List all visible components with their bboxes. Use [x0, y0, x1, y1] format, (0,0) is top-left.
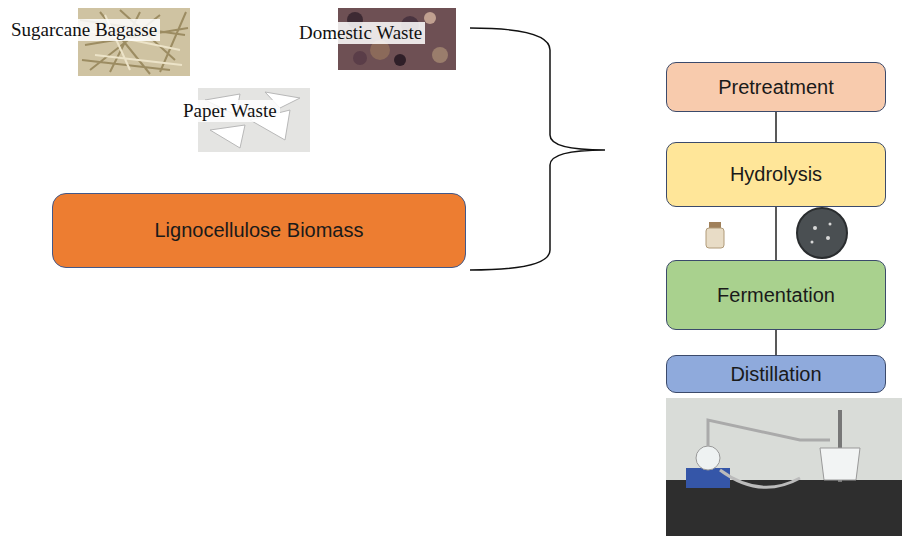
- process-box: Hydrolysis: [666, 142, 886, 207]
- node-label: Distillation: [730, 363, 821, 386]
- flow-connector: [775, 330, 777, 355]
- lab-photo: [666, 398, 902, 536]
- process-box: Pretreatment: [666, 62, 886, 112]
- bottle-photo: [706, 222, 724, 248]
- flow-connector: [775, 207, 777, 260]
- node-label: Pretreatment: [718, 76, 834, 99]
- photo-label: Sugarcane Bagasse: [8, 19, 160, 41]
- flow-connector: [775, 112, 777, 142]
- node-label: Hydrolysis: [730, 163, 822, 186]
- photo-label: Paper Waste: [180, 100, 280, 122]
- biomass-box: Lignocellulose Biomass: [52, 193, 466, 268]
- petri-dish-photo: [797, 208, 847, 258]
- process-box: Distillation: [666, 355, 886, 393]
- node-label: Lignocellulose Biomass: [154, 219, 363, 242]
- photo-label: Domestic Waste: [296, 22, 425, 44]
- brace: [470, 28, 605, 270]
- node-label: Fermentation: [717, 284, 835, 307]
- process-box: Fermentation: [666, 260, 886, 330]
